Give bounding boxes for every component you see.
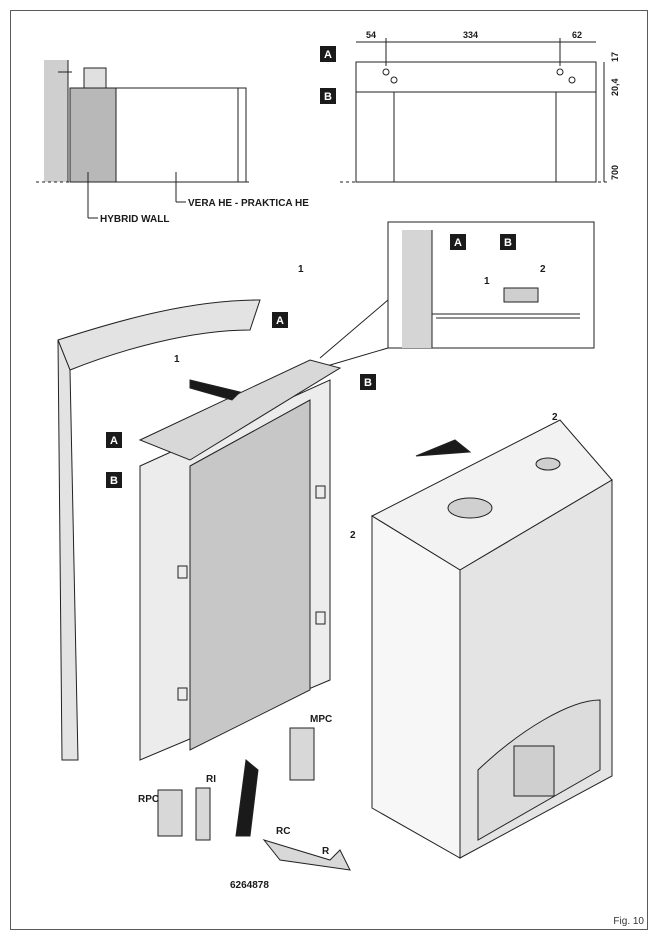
vera-label: VERA HE - PRAKTICA HE: [188, 198, 309, 209]
ri-label: RI: [206, 774, 216, 785]
box-b-main-label: B: [110, 475, 118, 487]
box-a-main-label: A: [110, 435, 118, 447]
rc-label: RC: [276, 826, 290, 837]
front-dim-view: [340, 38, 610, 183]
box-a-top-label: A: [324, 49, 332, 61]
dim-54: 54: [366, 30, 376, 40]
box-a-top: [320, 46, 336, 62]
num-2-right: 2: [552, 412, 558, 423]
dim-334: 334: [463, 30, 478, 40]
box-a-inset: [450, 234, 466, 250]
fittings: [157, 727, 351, 871]
box-a-upper-label: A: [276, 315, 284, 327]
part-number-label: 6264878: [230, 880, 269, 891]
dim-20-4: 20,4: [610, 78, 620, 96]
box-a-upper: [272, 312, 288, 328]
figure-caption: Fig. 10: [613, 916, 644, 927]
inset-num-2: 2: [540, 264, 546, 275]
boiler-unit: [370, 419, 613, 859]
box-b-main: [106, 472, 122, 488]
side-view: [36, 60, 250, 219]
box-b-upper-label: B: [364, 377, 372, 389]
dim-700: 700: [610, 165, 620, 180]
box-b-inset: [500, 234, 516, 250]
inset-num-1: 1: [484, 276, 490, 287]
box-b-upper: [360, 374, 376, 390]
box-a-main: [106, 432, 122, 448]
box-b-top-label: B: [324, 91, 332, 103]
box-b-inset-label: B: [504, 237, 512, 249]
num-1-top: 1: [298, 264, 304, 275]
page-frame: [10, 10, 648, 930]
dim-17: 17: [610, 52, 620, 62]
num-1-left: 1: [174, 354, 180, 365]
mpc-label: MPC: [310, 714, 332, 725]
box-a-inset-label: A: [454, 237, 462, 249]
detail-inset: [319, 221, 595, 369]
rpc-label: RPC: [138, 794, 159, 805]
hybrid-wall-label: HYBRID WALL: [100, 214, 169, 225]
hybrid-wall-unit: [57, 299, 342, 761]
box-b-top: [320, 88, 336, 104]
dim-62: 62: [572, 30, 582, 40]
num-2-left: 2: [350, 530, 356, 541]
r-label: R: [322, 846, 330, 857]
